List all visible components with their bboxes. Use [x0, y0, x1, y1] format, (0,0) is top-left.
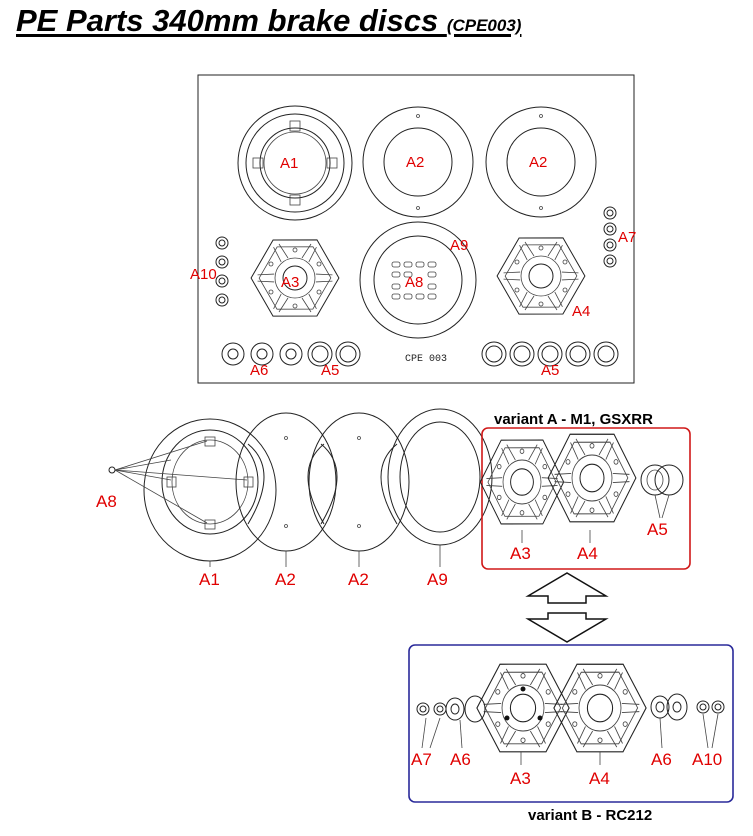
sheet-label-a5-left: A5 [321, 362, 339, 379]
sheet-label-a3: A3 [281, 274, 299, 291]
sheet-part-a7: A7 [603, 206, 636, 268]
sheet-label-a9: A9 [450, 237, 468, 254]
sheet-label-a1: A1 [280, 155, 298, 172]
sheet-label-a4: A4 [572, 303, 590, 320]
exploded-view: A8 A1 A2 A2 A9 [96, 408, 493, 589]
variant-b-label-a10: A10 [692, 750, 722, 769]
variant-b-label-a6-right: A6 [651, 750, 672, 769]
exploded-label-a8: A8 [96, 492, 117, 511]
variant-b-frame [408, 644, 734, 803]
exploded-part-a9: A9 [387, 408, 493, 589]
sheet-part-a6-a5-left: A6 A5 [221, 341, 361, 379]
variant-a-frame [481, 427, 691, 570]
exploded-part-a2-2: A2 [308, 412, 410, 589]
sheet-part-a9: A9 A8 [359, 221, 477, 339]
sheet-frame [197, 74, 635, 384]
variant-b-label-a6-left: A6 [450, 750, 471, 769]
variant-a-title: variant A - M1, GSXRR [494, 411, 653, 428]
sheet-label-a6: A6 [250, 362, 268, 379]
sheet-part-a1: A1 [237, 105, 353, 221]
variant-a-label-a5: A5 [647, 520, 668, 539]
sheet-label-a10: A10 [190, 266, 217, 283]
title-code: (CPE003) [446, 16, 522, 35]
variant-b-label-a4: A4 [589, 769, 610, 788]
variant-a-panel: variant A - M1, GSXRR A3 A4 A5 [469, 411, 691, 570]
sheet-label-a5-right: A5 [541, 362, 559, 379]
variant-b-label-a3: A3 [510, 769, 531, 788]
swap-arrow [525, 572, 609, 643]
variant-a-label-a3: A3 [510, 544, 531, 563]
title-main: PE Parts 340mm brake discs [16, 3, 447, 38]
variant-b-panel: variant B - RC212 A7 A6 A3 A4 A6 A10 [408, 641, 734, 824]
sheet-part-a3: A3 [239, 220, 351, 336]
page-title: PE Parts 340mm brake discs (CPE003) [16, 3, 521, 39]
exploded-part-a2-1: A2 [235, 412, 337, 589]
exploded-part-a1: A8 A1 [96, 418, 277, 589]
part-sheet: A1 A2 A2 A9 A8 A3 [190, 74, 636, 384]
variant-b-title: variant B - RC212 [528, 807, 652, 824]
sheet-part-a2-2: A2 [485, 106, 597, 218]
sheet-part-a10: A10 [190, 236, 229, 307]
sheet-label-a8: A8 [405, 274, 423, 291]
sheet-label-a7: A7 [618, 229, 636, 246]
sheet-label-a2-2: A2 [529, 154, 547, 171]
sheet-part-a4: A4 [485, 218, 597, 334]
variant-a-label-a4: A4 [577, 544, 598, 563]
exploded-label-a1: A1 [199, 570, 220, 589]
sheet-label-a2-1: A2 [406, 154, 424, 171]
exploded-label-a2-2: A2 [348, 570, 369, 589]
exploded-label-a2-1: A2 [275, 570, 296, 589]
exploded-label-a9: A9 [427, 570, 448, 589]
sheet-code: CPE 003 [405, 354, 447, 365]
sheet-part-a2-1: A2 [362, 106, 474, 218]
sheet-part-a5-right: A5 [481, 341, 619, 379]
variant-b-label-a7: A7 [411, 750, 432, 769]
